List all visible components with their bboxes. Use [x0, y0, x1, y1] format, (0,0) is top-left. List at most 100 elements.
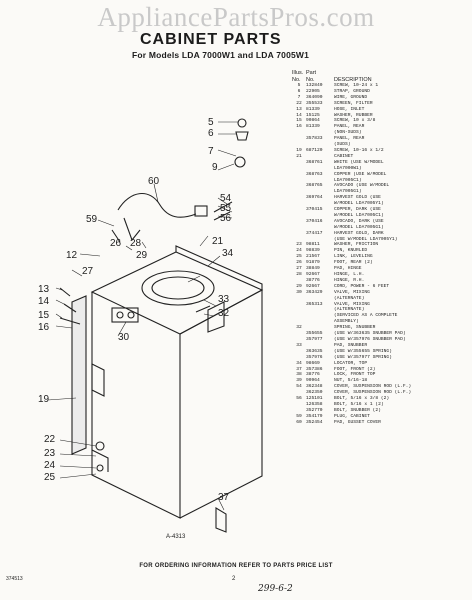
part-number: 81339 [306, 124, 320, 130]
part-description: (ALTERNATE) [334, 295, 365, 301]
part-description: PAD, HINGE [334, 266, 362, 272]
parts-row: 357976 (USE W/357977 SPRING) [292, 355, 470, 361]
cabinet-diagram: 5 6 7 9 60 54 55 56 59 12 26 28 29 27 21… [38, 117, 264, 533]
part-description: LINK, LEVELING [334, 254, 373, 260]
part-description: FOOT, REAR (2) [334, 260, 373, 266]
callout-22: 22 [44, 434, 56, 445]
callout-24: 24 [44, 460, 56, 471]
part-description: WHITE (USE W/MODEL [334, 159, 384, 165]
callout-37: 37 [218, 492, 230, 503]
ground-screw [237, 118, 247, 128]
part-number: 363429 [306, 289, 323, 295]
plug-fitting [234, 156, 246, 168]
handwritten-note: 299-6-2 [258, 584, 293, 594]
parts-row: ASSEMBLY) [292, 319, 470, 325]
illus-number: 15 [296, 118, 302, 124]
part-description: W/MODEL LDA7005G1) [334, 224, 384, 230]
part-description: HINGE, L.H. [334, 272, 365, 277]
part-description: AVOCADO (USE W/MODEL [334, 183, 390, 189]
snubber-spring [195, 305, 211, 313]
cabinet-front [179, 289, 263, 519]
part-number: 354179 [306, 413, 323, 419]
power-cord [117, 193, 197, 218]
parts-row: (NON-SUDS) [292, 130, 470, 136]
part-description: HOSE, INLET [334, 106, 365, 112]
part-description: LOCATOR, TOP [334, 360, 368, 366]
illus-number: 28 [296, 272, 302, 277]
figure-code: A-4313 [166, 534, 186, 540]
illus-number: 32 [296, 325, 302, 331]
part-description: (USE W/357977 SPRING) [334, 354, 392, 360]
part-number: 126358 [306, 401, 323, 407]
part-description: (USE W/357976 SNUBBER PAD) [334, 336, 406, 342]
part-description: (SUDS) [334, 142, 351, 148]
illus-number: 30 [296, 289, 302, 295]
illus-number: 22 [296, 100, 302, 106]
illus-number: 24 [296, 248, 302, 254]
part-number: 357976 [306, 354, 323, 360]
part-description: (USE W/355655 SPRING) [334, 348, 392, 354]
callout-16: 16 [38, 322, 50, 333]
part-description: (USE W/MODEL LDA7005Y1) [334, 236, 398, 242]
illus-number: 39 [296, 378, 302, 384]
callout-30: 30 [118, 332, 130, 343]
part-number: 357977 [306, 336, 323, 342]
part-description: (SERVICED AS A COMPLETE [334, 313, 398, 319]
callout-5: 5 [208, 117, 214, 128]
parts-row: 363635 (USE W/355655 SPRING) [292, 349, 470, 355]
wire-harness [111, 217, 141, 243]
parts-row: (SUDS) [292, 142, 470, 148]
part-description: LDA7005G1) [334, 189, 362, 195]
part-description: WASHER, RUBBER [334, 112, 373, 118]
part-description: PAD, GUSSET COVER [334, 419, 381, 425]
part-number: 38776 [306, 372, 320, 378]
snubber-pad [207, 301, 225, 333]
part-number: 368763 [306, 171, 323, 177]
callout-59: 59 [86, 214, 98, 225]
part-number: 687120 [306, 147, 323, 153]
parts-row: (ALTERNATE) [292, 296, 470, 302]
part-description: VALVE, MIXING [334, 301, 370, 307]
part-description: VALVE, MIXING [334, 289, 370, 295]
ordering-note: FOR ORDERING INFORMATION REFER TO PARTS … [139, 563, 333, 569]
part-description: HINGE, R.H. [334, 277, 365, 283]
parts-row: LDA7000W1) [292, 166, 470, 172]
part-description: W/MODEL LDA7005Y1) [334, 201, 384, 207]
part-description: SPRING, SNUBBER [334, 325, 376, 331]
part-number: 15125 [306, 112, 320, 118]
part-description: PLUG, CABINET [334, 413, 370, 419]
illus-number: 25 [296, 254, 302, 260]
part-description: COVER, SUSPENSION ROD (L.F.) [334, 384, 412, 390]
page-title: CABINET PARTS [140, 31, 282, 48]
callout-26: 26 [110, 238, 122, 249]
illus-number: 56 [296, 396, 302, 402]
illus-number: 7 [297, 94, 301, 100]
illus-number: 60 [296, 419, 302, 425]
part-number: 363635 [306, 348, 323, 354]
parts-list-header: Illus. Part [292, 70, 317, 76]
part-description: STRAP, GROUND [334, 88, 370, 94]
part-description: LDA7000W1) [334, 165, 362, 171]
callout-7: 7 [208, 146, 214, 157]
callout-27: 27 [82, 266, 94, 277]
part-description: CABINET [334, 153, 354, 159]
part-number: 368765 [306, 183, 323, 189]
